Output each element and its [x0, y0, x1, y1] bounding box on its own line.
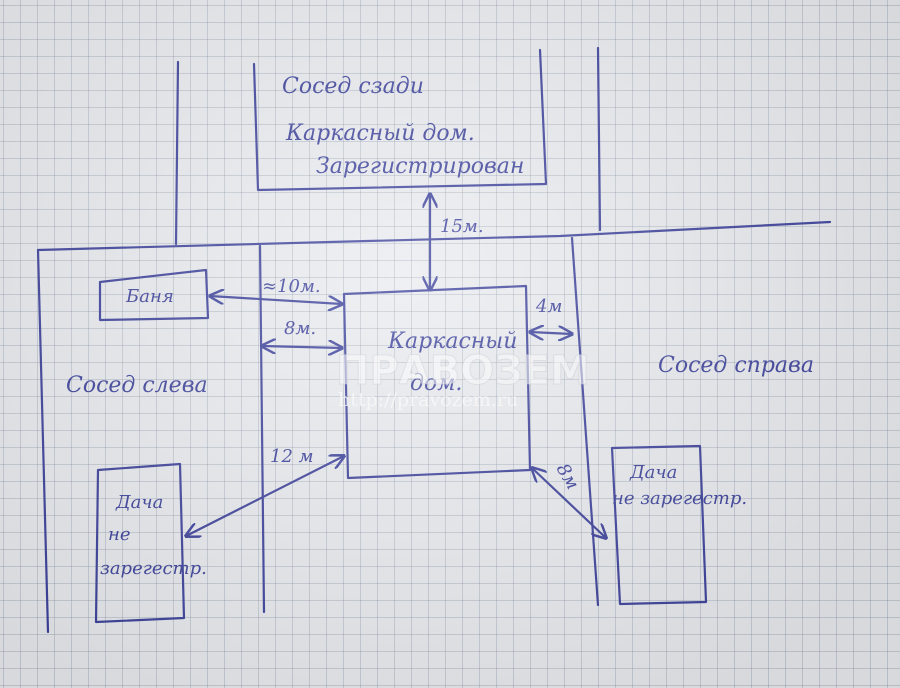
- neighbor-back-type: Каркасный дом.: [285, 121, 475, 146]
- banya: Баня: [98, 268, 210, 322]
- main-house-label-2: дом.: [410, 371, 462, 396]
- arrow-left-8m: [262, 346, 342, 348]
- dacha-left-label-1: Дача: [115, 492, 163, 513]
- left-outer-line: [36, 248, 50, 634]
- dacha-right: Дача не зарегестр.: [610, 444, 747, 606]
- dimension-arrows: [186, 194, 606, 538]
- main-house-label-1: Каркасный: [387, 329, 517, 354]
- arrow-dacha-right-8m: [532, 468, 606, 538]
- right-boundary-line: [570, 236, 600, 607]
- watermark: ПРАВОЗЕМ http://pravozem.ru: [336, 348, 591, 412]
- dist-left-label: 8м.: [284, 318, 316, 339]
- arrow-dacha-left-12m: [186, 456, 344, 536]
- dacha-left: Дача не зарегестр.: [94, 462, 207, 624]
- dacha-left-outline: [94, 462, 186, 624]
- arrow-right-4m: [530, 332, 572, 334]
- neighbor-back-house: Сосед сзади Каркасный дом. Зарегистриров…: [252, 48, 548, 192]
- back-left-line: [174, 60, 180, 246]
- banya-label: Баня: [125, 286, 174, 307]
- neighbor-left-label: Сосед слева: [66, 373, 208, 398]
- dist-right-label: 4м: [535, 296, 562, 317]
- neighbor-back-title: Сосед сзади: [282, 74, 424, 99]
- dacha-right-outline: [610, 444, 708, 606]
- back-fence-line: [36, 220, 832, 252]
- arrow-banya-10m: [210, 296, 342, 304]
- banya-outline: [98, 268, 210, 322]
- dacha-right-label-1: Дача: [629, 462, 677, 483]
- watermark-brand: ПРАВОЗЕМ: [336, 348, 590, 394]
- watermark-url: http://pravozem.ru: [338, 389, 518, 411]
- left-boundary-line: [258, 244, 266, 614]
- dist-back-label: 15м.: [440, 216, 484, 237]
- dist-dacha-left-label: 12 м: [270, 446, 314, 467]
- dacha-right-label-2: не зарегестр.: [612, 488, 747, 509]
- neighbor-right-label: Сосед справа: [658, 353, 814, 378]
- neighbor-back-status: Зарегистрирован: [316, 154, 524, 179]
- dacha-left-label-3: зарегестр.: [100, 558, 207, 579]
- dacha-left-label-2: не: [108, 524, 131, 545]
- back-right-line: [596, 46, 602, 232]
- distance-labels: 15м. ≈10м. 8м. 4м 12 м 8м: [262, 216, 583, 493]
- neighbor-back-outline: [252, 48, 548, 192]
- dist-dacha-right-label: 8м: [552, 460, 583, 493]
- dist-banya-label: ≈10м.: [262, 276, 321, 297]
